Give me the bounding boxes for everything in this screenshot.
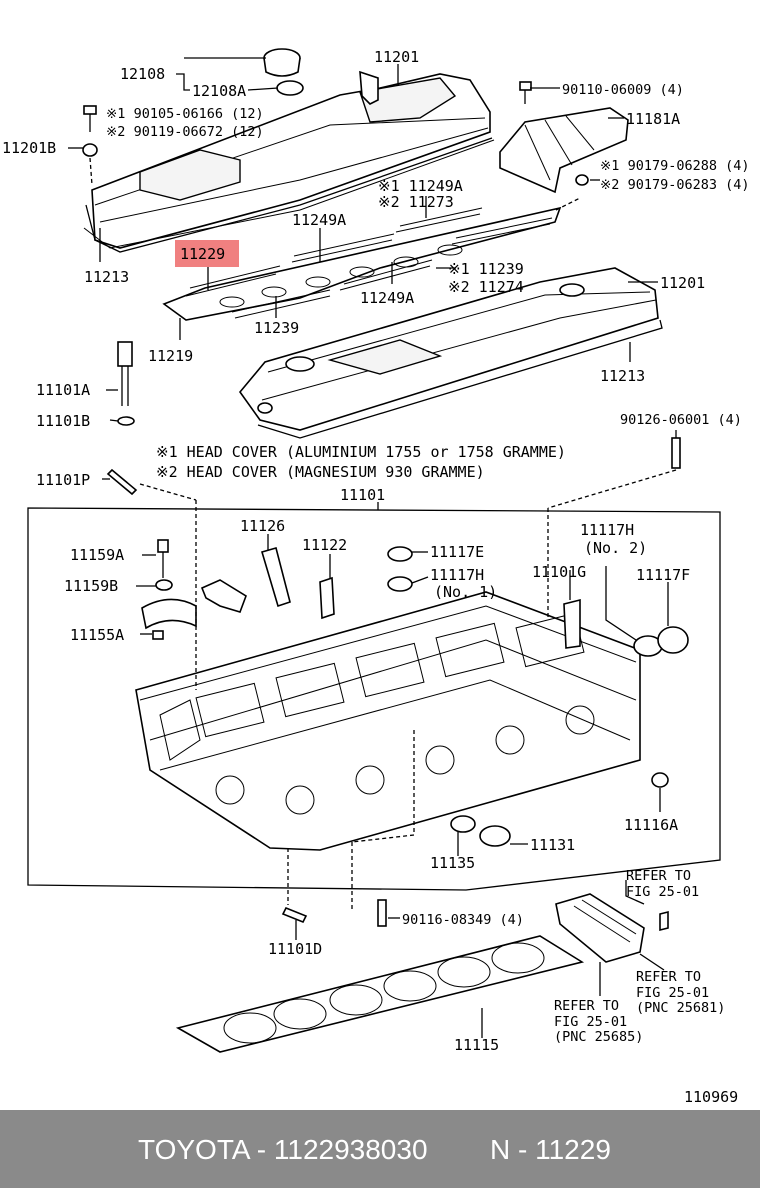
head-cover-right (238, 267, 663, 439)
label-11117H-1-sub: (No. 1) (434, 583, 497, 601)
label-11159A: 11159A (70, 546, 124, 564)
label-90126: 90126-06001 (4) (620, 412, 742, 428)
grommet-11201B (82, 143, 98, 186)
label-90179b: ※2 90179-06283 (4) (600, 177, 749, 193)
cylinder-head (135, 591, 641, 851)
label-12108A: 12108A (192, 82, 246, 100)
plug-tube-gasket-set (162, 206, 562, 321)
refer-3-line2: FIG 25-01 (554, 1014, 627, 1030)
part-number-footer: TOYOTA - 1122938030 N - 11229 (0, 1110, 760, 1188)
label-12108: 12108 (120, 65, 165, 83)
footer-brand-part-number: TOYOTA - 1122938030 (138, 1134, 428, 1165)
bolt-11159A (157, 539, 169, 578)
refer-1-line2: FIG 25-01 (626, 884, 699, 900)
diagram-number: 110969 (684, 1088, 738, 1106)
label-11117H-2: 11117H (580, 521, 634, 539)
label-90110: 90110-06009 (4) (562, 82, 684, 98)
label-11213-left: 11213 (84, 268, 129, 286)
refer-1-line1: REFER TO (626, 868, 691, 884)
note-head-cover-2: ※2 HEAD COVER (MAGNESIUM 930 GRAMME) (156, 463, 485, 481)
label-11274: ※2 11274 (448, 278, 524, 296)
label-11101D: 11101D (268, 940, 322, 958)
label-11101: 11101 (340, 486, 385, 504)
bolt-90105 (83, 105, 97, 132)
footer-pnc: N - 11229 (490, 1134, 611, 1165)
bolt-11101A (117, 341, 133, 406)
label-11249A-2: 11249A (292, 211, 346, 229)
label-90105: ※1 90105-06166 (12) (106, 106, 264, 122)
label-11229: 11229 (180, 245, 225, 263)
bolt-90110 (519, 81, 532, 104)
note-head-cover-1: ※1 HEAD COVER (ALUMINIUM 1755 or 1758 GR… (156, 443, 566, 461)
part-highlight-box (175, 240, 239, 267)
label-11101B: 11101B (36, 412, 90, 430)
label-11239: 11239 (254, 319, 299, 337)
label-11117E: 11117E (430, 543, 484, 561)
parts-diagram: 12108 12108A 11201 90110-06009 (4) ※1 90… (2, 48, 749, 1106)
refer-2-line3: (PNC 25681) (636, 1000, 725, 1016)
refer-3-line3: (PNC 25685) (554, 1029, 643, 1045)
label-11117H-1: 11117H (430, 566, 484, 584)
label-11239-r1: ※1 11239 (448, 260, 524, 278)
label-11126: 11126 (240, 517, 285, 535)
label-11201-right: 11201 (660, 274, 705, 292)
label-11213-right: 11213 (600, 367, 645, 385)
label-90116: 90116-08349 (4) (402, 912, 524, 928)
label-11131: 11131 (530, 836, 575, 854)
label-11101G: 11101G (532, 563, 586, 581)
leader-lines (68, 57, 677, 1038)
labels: 12108 12108A 11201 90110-06009 (4) ※1 90… (2, 48, 749, 1106)
label-90119: ※2 90119-06672 (12) (106, 124, 264, 140)
label-11201B: 11201B (2, 139, 56, 157)
label-11115: 11115 (454, 1036, 499, 1054)
refer-3-line1: REFER TO (554, 998, 619, 1014)
head-gasket (175, 935, 585, 1053)
label-11122: 11122 (302, 536, 347, 554)
label-11101P: 11101P (36, 471, 90, 489)
label-11181A: 11181A (626, 110, 680, 128)
refer-2-line1: REFER TO (636, 969, 701, 985)
label-11159B: 11159B (64, 577, 118, 595)
label-11249A-1: ※1 11249A (378, 177, 463, 195)
stud-11101D (281, 906, 308, 924)
label-11116A: 11116A (624, 816, 678, 834)
refer-2-line2: FIG 25-01 (636, 985, 709, 1001)
label-11135: 11135 (430, 854, 475, 872)
label-11273: ※2 11273 (378, 193, 454, 211)
stud-90116 (377, 899, 387, 927)
label-11201-top: 11201 (374, 48, 419, 66)
cover-11181A (499, 107, 629, 194)
label-11117H-2-sub: (No. 2) (584, 539, 647, 557)
label-90179a: ※1 90179-06288 (4) (600, 158, 749, 174)
label-11155A: 11155A (70, 626, 124, 644)
label-11101A: 11101A (36, 381, 90, 399)
label-11249A-3: 11249A (360, 289, 414, 307)
label-11219: 11219 (148, 347, 193, 365)
label-11117F: 11117F (636, 566, 690, 584)
oil-filler-cap (263, 48, 304, 96)
